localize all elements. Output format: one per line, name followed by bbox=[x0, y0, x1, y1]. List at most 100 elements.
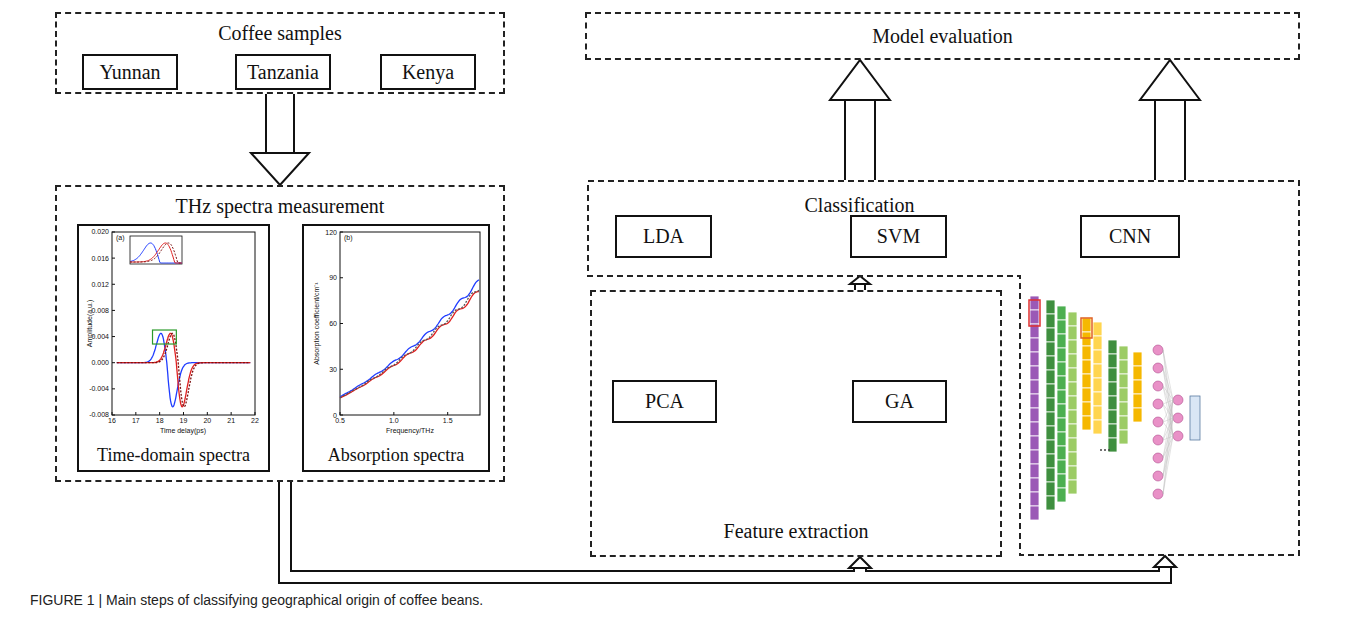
tick-label: 0.016 bbox=[91, 255, 109, 262]
tick bbox=[112, 258, 115, 259]
feature-cell bbox=[1108, 382, 1117, 396]
plot-panel: Absorption spectra bbox=[302, 224, 490, 472]
box-label: SVM bbox=[877, 225, 920, 248]
tick bbox=[340, 369, 343, 370]
process-box: PCA bbox=[612, 380, 717, 423]
dashed-outline bbox=[588, 181, 1299, 555]
tick-label: 0.000 bbox=[91, 359, 109, 366]
group-title: Coffee samples bbox=[57, 22, 503, 45]
softmax-block bbox=[1190, 396, 1200, 440]
process-box: SVM bbox=[850, 215, 947, 258]
tick bbox=[340, 277, 343, 278]
input-cell bbox=[1030, 352, 1039, 366]
feature-cell bbox=[1057, 488, 1066, 502]
pool-cell bbox=[1133, 408, 1142, 422]
feature-cell bbox=[1108, 368, 1117, 382]
dense-unit bbox=[1153, 435, 1163, 445]
dense-link bbox=[1163, 400, 1173, 494]
process-box: CNN bbox=[1080, 215, 1180, 258]
tick-label: (b) bbox=[344, 234, 353, 241]
input-cell bbox=[1030, 464, 1039, 478]
feature-cell bbox=[1119, 402, 1128, 416]
feature-cell bbox=[1046, 342, 1055, 356]
tick bbox=[112, 284, 115, 285]
feature-cell bbox=[1046, 454, 1055, 468]
box-label: LDA bbox=[643, 225, 684, 248]
feature-cell bbox=[1046, 412, 1055, 426]
feature-cell bbox=[1068, 368, 1077, 382]
dense-link bbox=[1163, 368, 1173, 400]
feature-cell bbox=[1046, 370, 1055, 384]
pool-cell bbox=[1082, 360, 1091, 374]
tick-label: 0.004 bbox=[91, 333, 109, 340]
dense-unit bbox=[1153, 345, 1163, 355]
feature-cell bbox=[1057, 390, 1066, 404]
box-label: Yunnan bbox=[99, 61, 160, 84]
cnn-sketch bbox=[1029, 296, 1200, 520]
feature-cell bbox=[1046, 356, 1055, 370]
feature-cell bbox=[1119, 388, 1128, 402]
tick bbox=[112, 388, 115, 389]
connector-outline bbox=[1154, 99, 1186, 181]
kernel bbox=[1029, 300, 1040, 326]
output-unit bbox=[1173, 413, 1183, 423]
feature-cell bbox=[1068, 438, 1077, 452]
pool-cell bbox=[1093, 392, 1102, 406]
panel-label: Time-domain spectra bbox=[79, 445, 268, 466]
process-box: LDA bbox=[615, 215, 712, 258]
tick bbox=[112, 362, 115, 363]
axis-title: Absorption coefficient/cm⁻¹ bbox=[312, 282, 319, 364]
feature-cell bbox=[1057, 376, 1066, 390]
inset-waveform bbox=[130, 243, 182, 263]
waveform bbox=[117, 333, 250, 407]
tick bbox=[112, 414, 115, 415]
plot-frame bbox=[112, 232, 255, 415]
dense-unit bbox=[1153, 471, 1163, 481]
tick-label: 120 bbox=[325, 229, 337, 236]
box-label: Kenya bbox=[402, 61, 454, 84]
group-box: Model evaluation bbox=[585, 12, 1300, 60]
dense-link bbox=[1163, 350, 1173, 436]
tick-label: 18 bbox=[156, 417, 164, 424]
pool-cell bbox=[1093, 378, 1102, 392]
group-title: Feature extraction bbox=[592, 520, 1000, 543]
feature-cell bbox=[1057, 348, 1066, 362]
pool-cell bbox=[1082, 416, 1091, 430]
tick bbox=[340, 232, 343, 233]
feature-cell bbox=[1068, 424, 1077, 438]
tick-label: 0.008 bbox=[91, 307, 109, 314]
feature-cell bbox=[1068, 354, 1077, 368]
inset-waveform bbox=[130, 243, 182, 263]
process-box: GA bbox=[852, 380, 947, 423]
tick-label: 20 bbox=[203, 417, 211, 424]
input-cell bbox=[1030, 408, 1039, 422]
pool-cell bbox=[1082, 388, 1091, 402]
feature-cell bbox=[1046, 398, 1055, 412]
tick bbox=[447, 412, 448, 415]
input-cell bbox=[1030, 506, 1039, 520]
feature-cell bbox=[1068, 326, 1077, 340]
tick bbox=[231, 412, 232, 415]
group-box: Coffee samplesYunnanTanzaniaKenya bbox=[55, 12, 505, 94]
feature-cell bbox=[1057, 362, 1066, 376]
arrowhead bbox=[849, 557, 871, 568]
tick-label: -0.004 bbox=[89, 385, 109, 392]
feature-cell bbox=[1119, 346, 1128, 360]
feature-cell bbox=[1108, 424, 1117, 438]
tick bbox=[112, 336, 115, 337]
panel-label: Absorption spectra bbox=[304, 445, 488, 466]
feature-cell bbox=[1057, 404, 1066, 418]
group-box: THz spectra measurementTime-domain spect… bbox=[55, 185, 505, 482]
tick-label: 60 bbox=[329, 320, 337, 327]
tick-label: 17 bbox=[132, 417, 140, 424]
feature-cell bbox=[1046, 496, 1055, 510]
feature-cell bbox=[1068, 452, 1077, 466]
tick-label: 1.0 bbox=[389, 417, 399, 424]
input-cell bbox=[1030, 436, 1039, 450]
connector-fill bbox=[267, 94, 293, 155]
feature-cell bbox=[1057, 418, 1066, 432]
feature-cell bbox=[1057, 334, 1066, 348]
pool-cell bbox=[1093, 336, 1102, 350]
feature-cell bbox=[1046, 314, 1055, 328]
box-label: GA bbox=[885, 390, 914, 413]
